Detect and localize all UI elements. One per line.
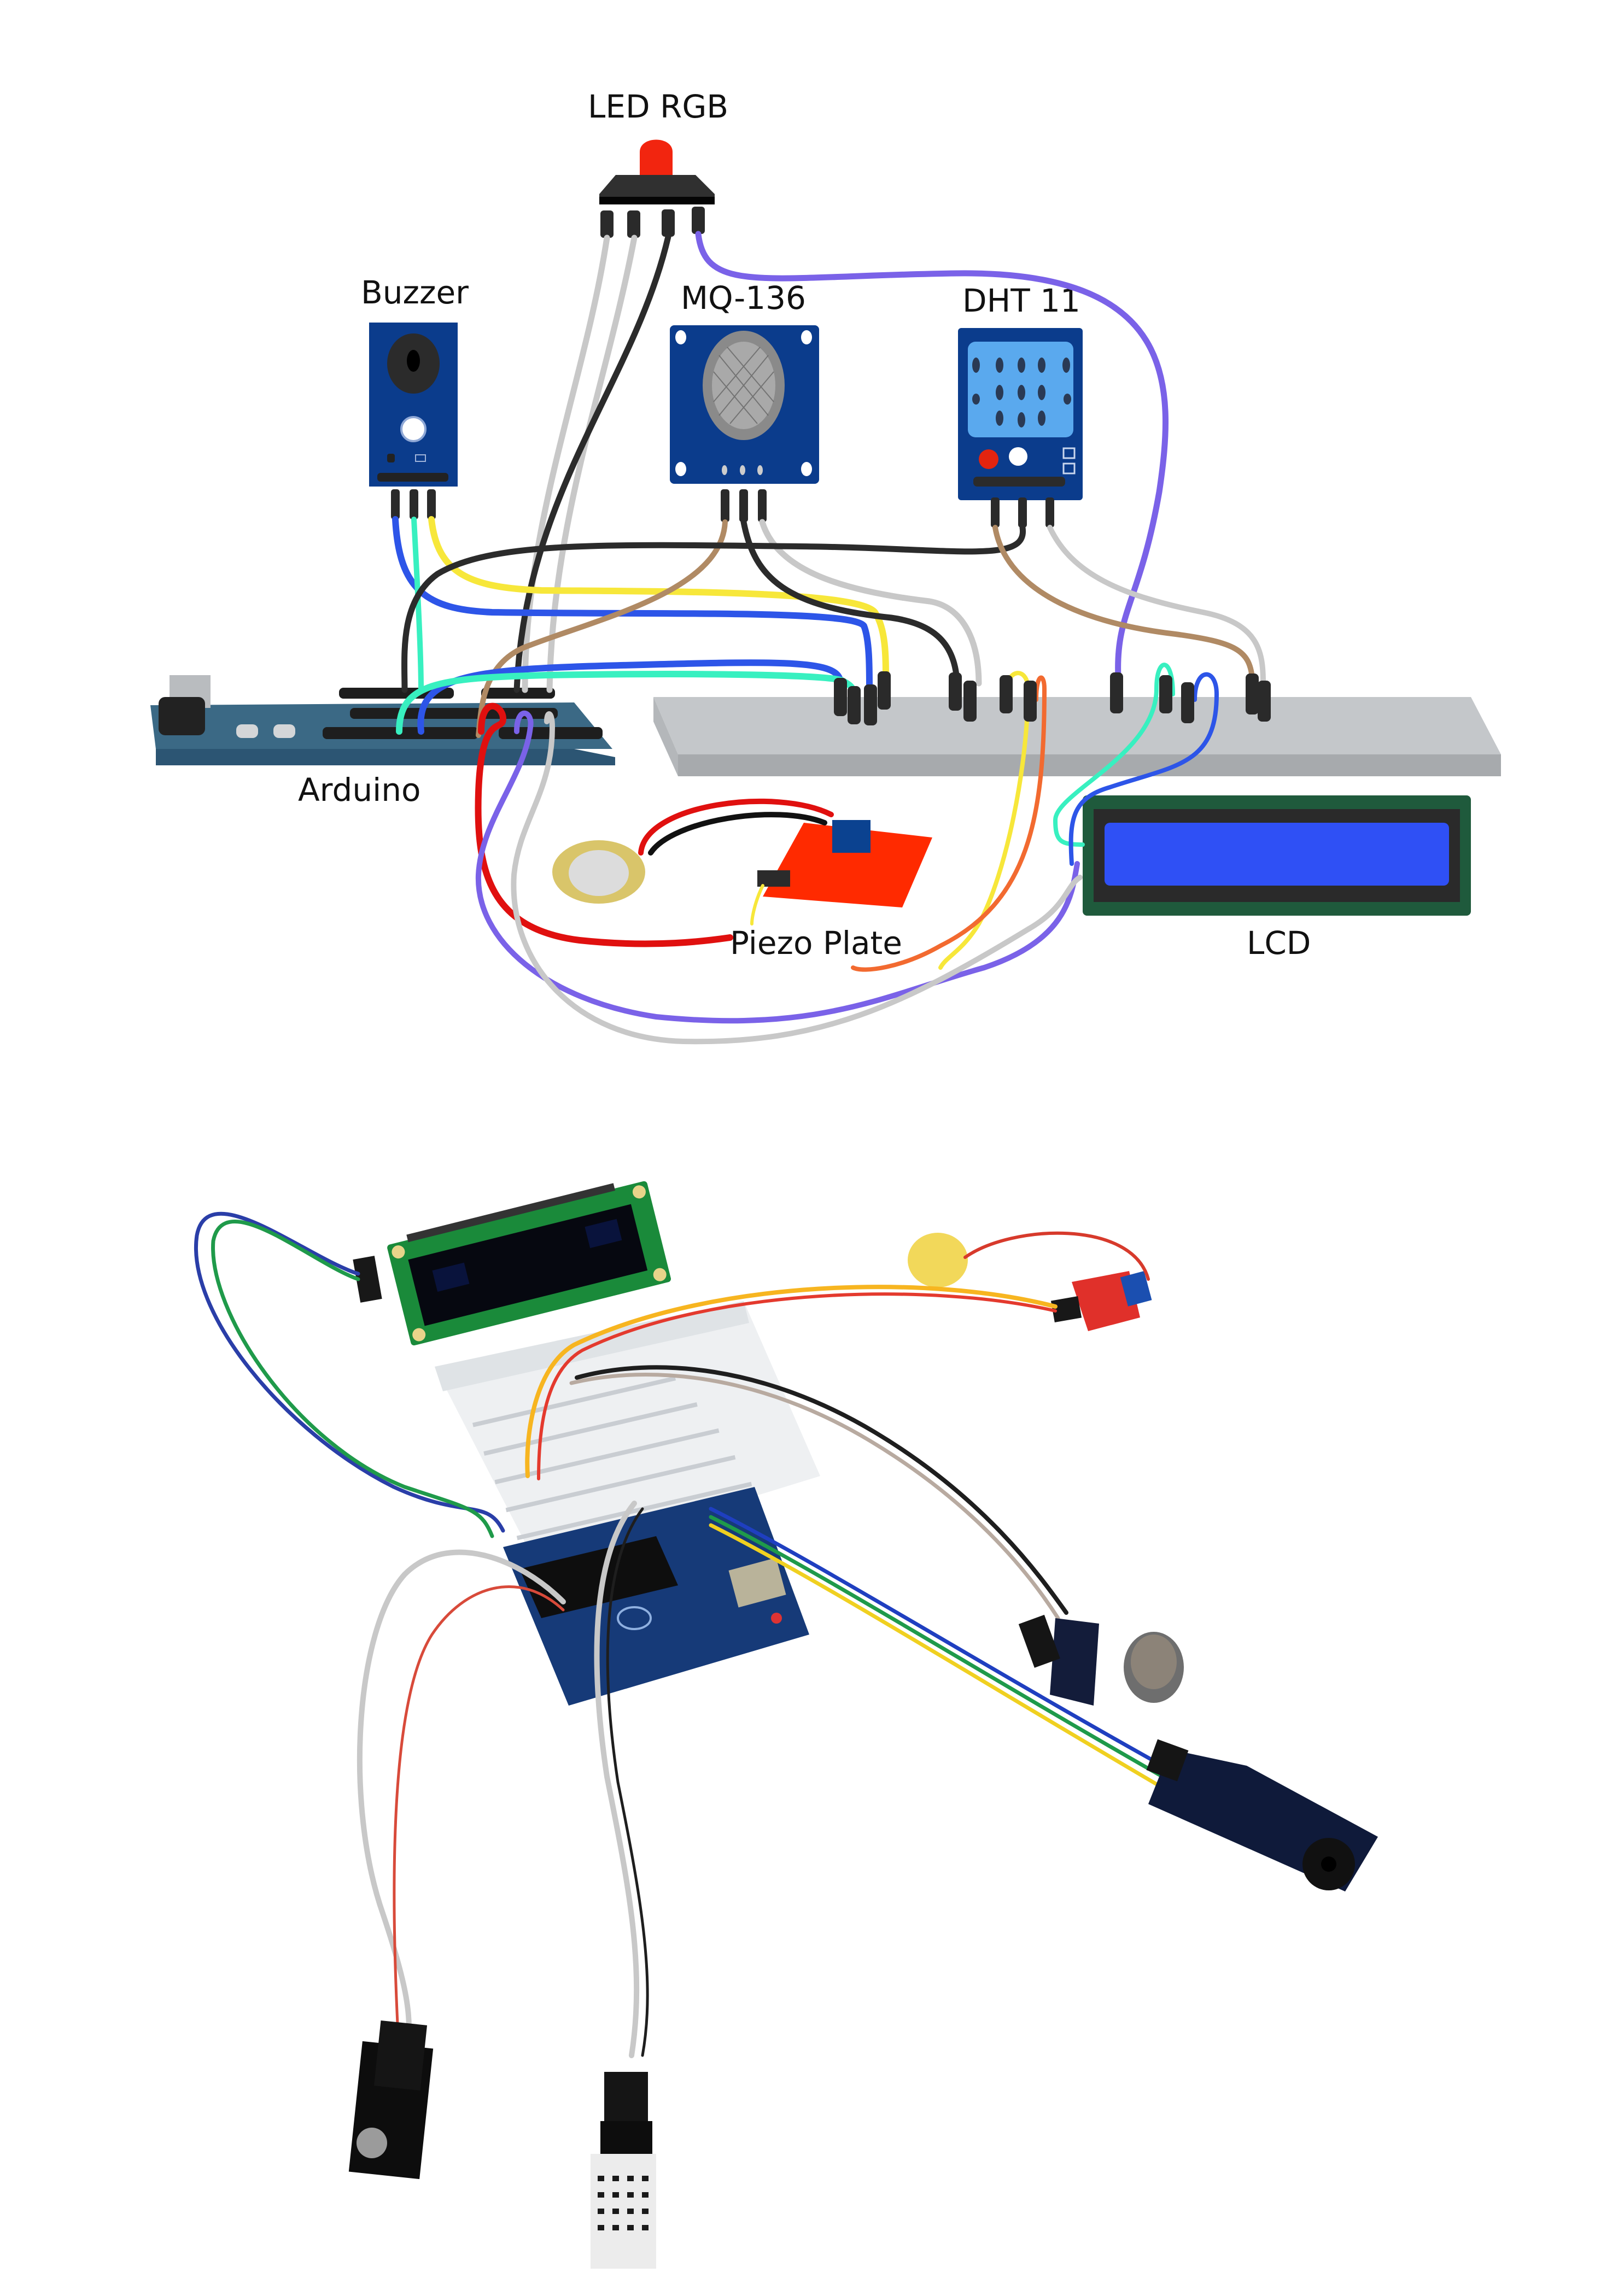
wire-gray-mq bbox=[759, 519, 982, 687]
wire-brown-mq bbox=[476, 519, 728, 738]
buzzer-module bbox=[369, 323, 458, 519]
label-buzzer: Buzzer bbox=[361, 274, 469, 311]
wire-yellow-piezo-lead bbox=[750, 884, 764, 926]
wire-purple-arduino bbox=[475, 710, 1080, 1024]
photo-dht-sensor bbox=[591, 2072, 656, 2269]
photo-breadboard bbox=[435, 1301, 820, 1563]
label-piezo: Piezo Plate bbox=[730, 924, 902, 962]
wire-gray-led-2 bbox=[546, 235, 638, 693]
wire-brown-dht bbox=[992, 525, 1255, 681]
wire-gray-led-1 bbox=[522, 235, 610, 693]
led-rgb-module bbox=[599, 139, 715, 238]
label-lcd: LCD bbox=[1247, 924, 1311, 962]
breadboard bbox=[653, 697, 1501, 776]
dht11-module bbox=[958, 328, 1083, 528]
wires bbox=[392, 231, 1266, 1045]
wire-orange-piezo bbox=[851, 675, 1047, 972]
label-arduino: Arduino bbox=[298, 771, 420, 809]
wire-gray-arduino bbox=[511, 711, 1083, 1045]
photo-mq-sensor bbox=[1018, 1614, 1184, 1706]
photo-wires bbox=[194, 1211, 1194, 2058]
photo-arduino bbox=[503, 1487, 809, 1706]
wire-yellow-buzzer bbox=[428, 516, 889, 684]
wire-black-mq bbox=[740, 519, 960, 684]
wire-gray-dht bbox=[1047, 525, 1266, 685]
label-led-rgb: LED RGB bbox=[588, 88, 728, 125]
photo-ir-sensor bbox=[1146, 1739, 1378, 1891]
wire-yellow-piezo bbox=[938, 671, 1030, 970]
wire-blue-lcd bbox=[1068, 672, 1219, 866]
breadboard-connectors bbox=[834, 671, 1271, 725]
photo-piezo bbox=[908, 1231, 1152, 1331]
wire-purple-led bbox=[695, 231, 1169, 680]
photo-lcd bbox=[387, 1181, 671, 1346]
wire-teal-lcd bbox=[1053, 663, 1175, 847]
photo-led-module bbox=[348, 2020, 434, 2180]
lcd-module bbox=[1083, 795, 1471, 916]
wire-red-arduino bbox=[475, 702, 733, 947]
label-dht11: DHT 11 bbox=[962, 282, 1080, 319]
piezo-plate bbox=[552, 798, 932, 907]
label-mq136: MQ-136 bbox=[681, 279, 806, 317]
wire-black-dht bbox=[401, 524, 1026, 693]
wire-black-led bbox=[513, 233, 671, 693]
wiring-diagram: LED RGB Buzzer MQ-136 DHT 11 Arduino Pie… bbox=[150, 88, 1501, 1045]
mq136-module bbox=[670, 325, 819, 522]
wire-teal-buzzer bbox=[411, 517, 424, 693]
